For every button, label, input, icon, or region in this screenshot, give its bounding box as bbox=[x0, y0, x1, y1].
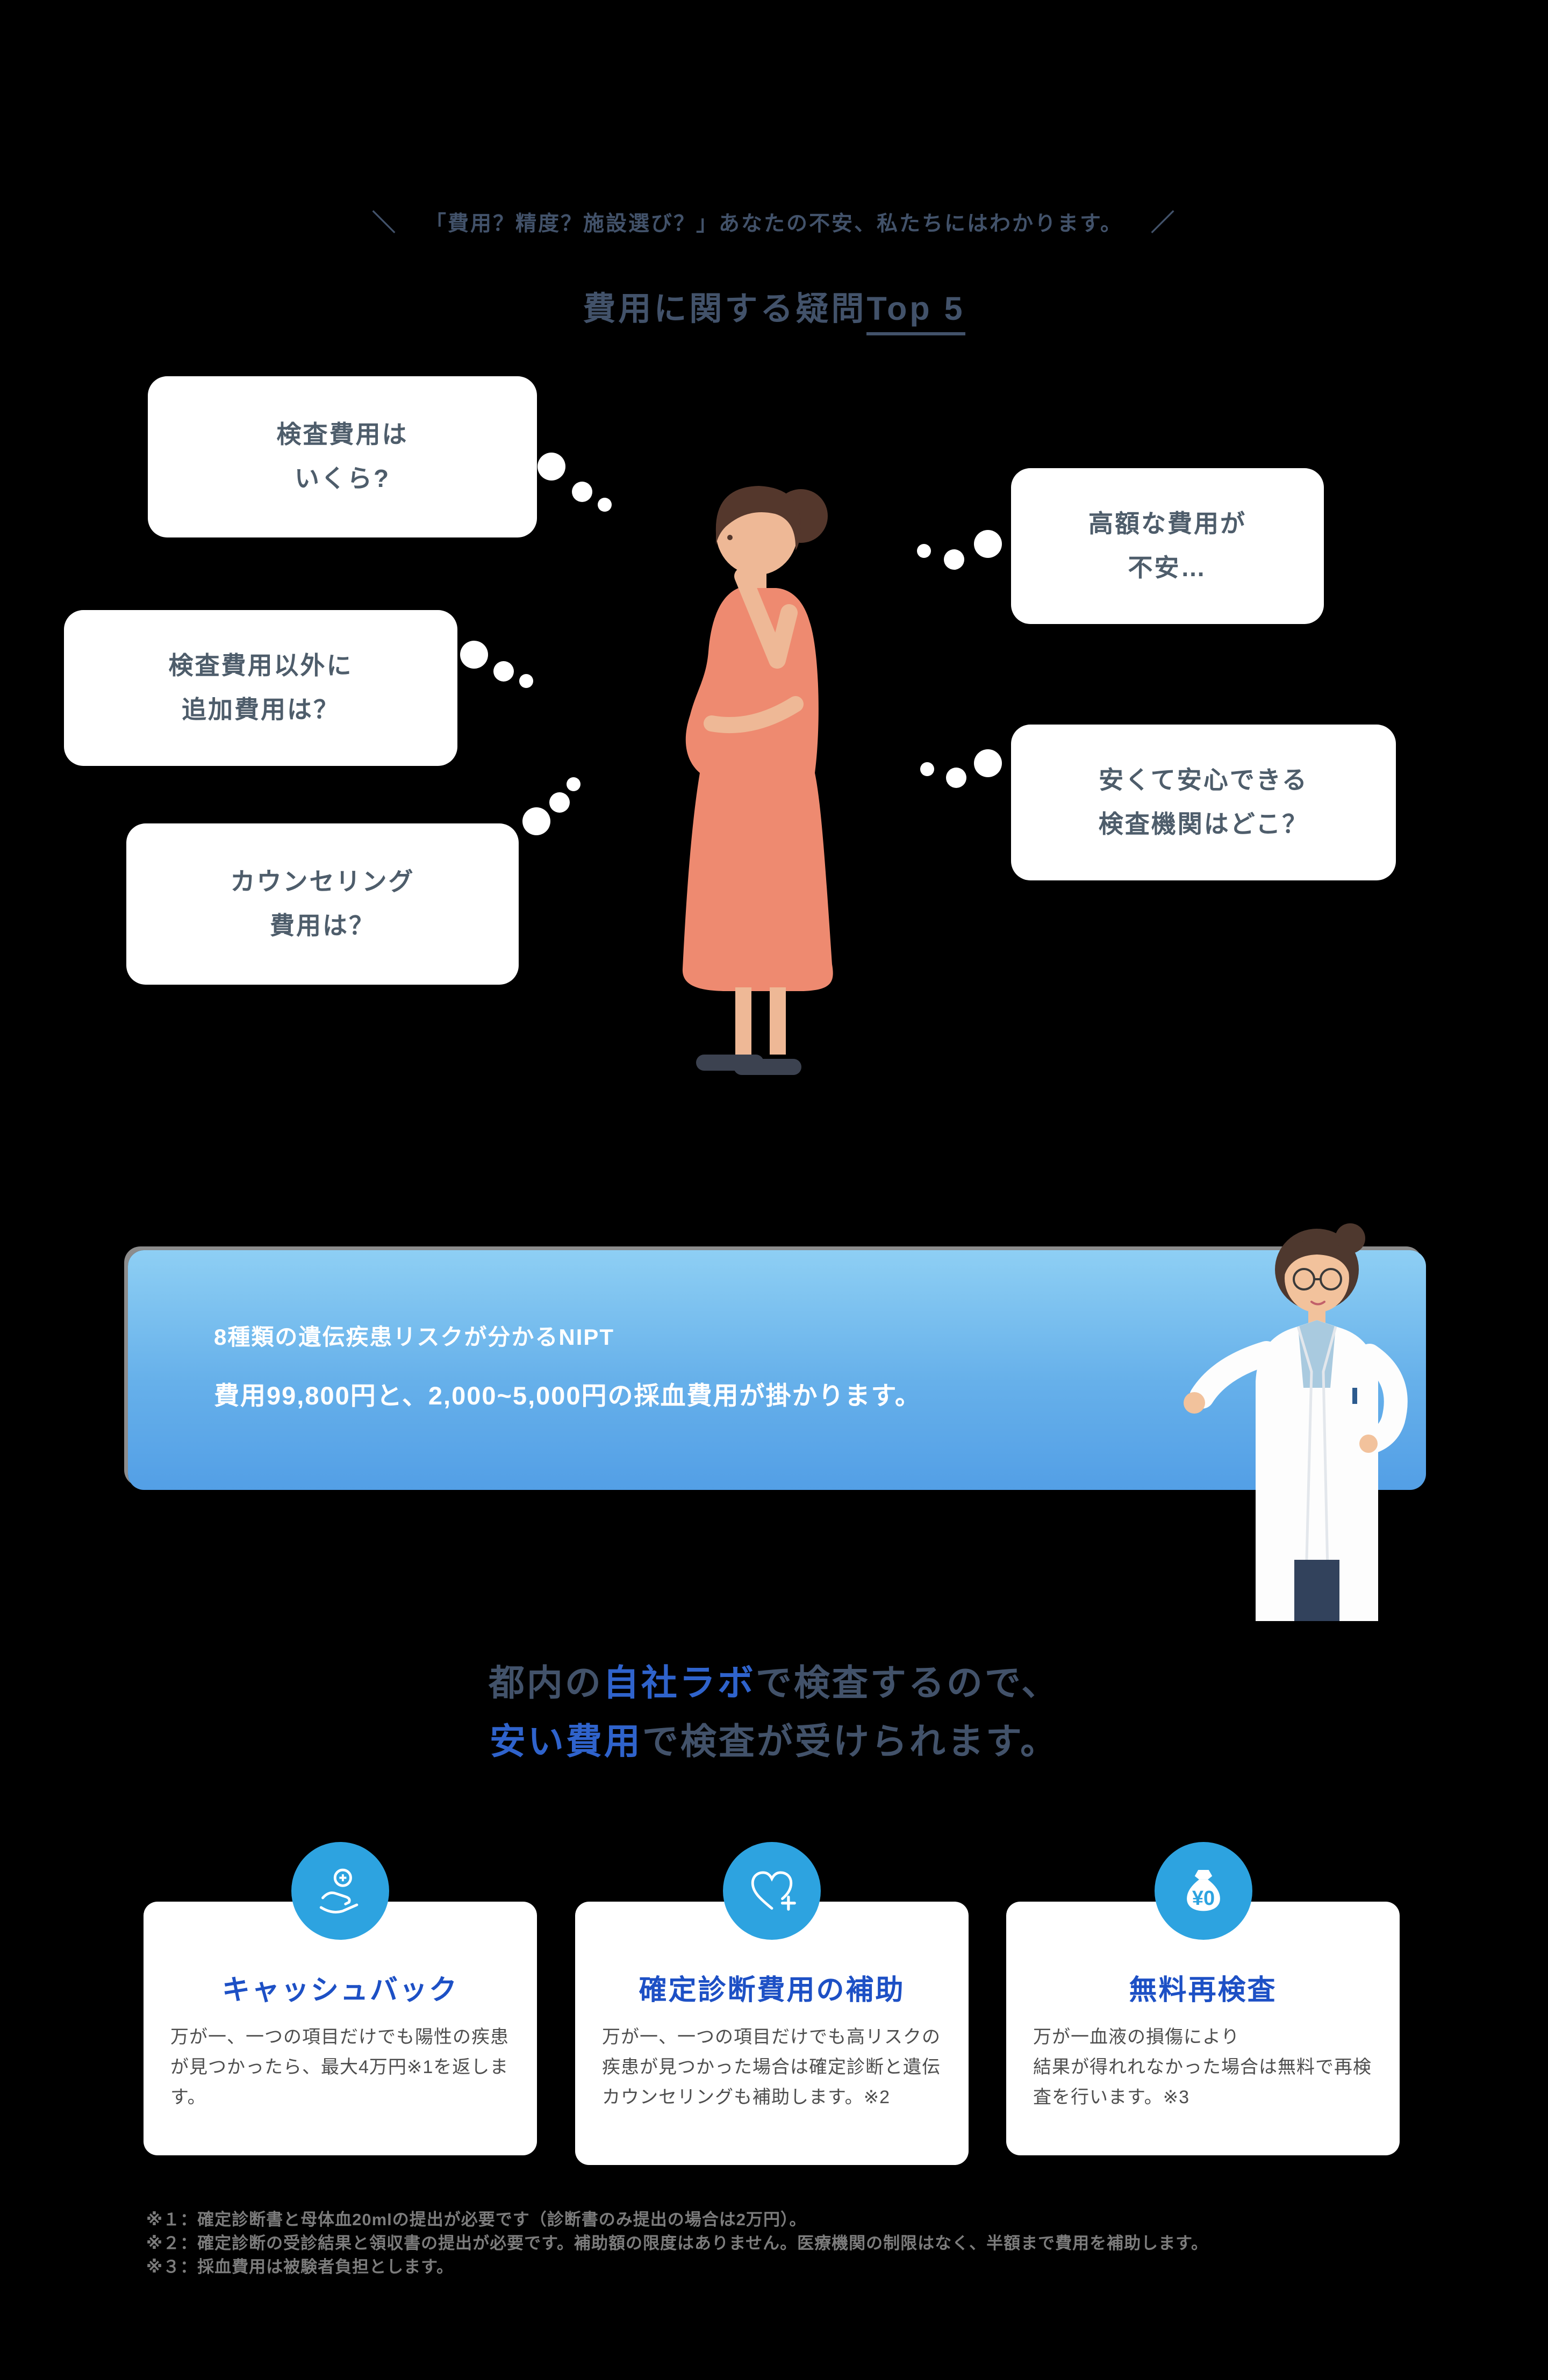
decorative-slash: ／ bbox=[1151, 210, 1177, 236]
lab-heading-highlight: 自社ラボ bbox=[603, 1663, 756, 1703]
bubble-line: 費用は？ bbox=[270, 912, 375, 940]
thought-dot bbox=[549, 792, 570, 813]
lab-heading-line-1: 都内の自社ラボで検査するので、 bbox=[0, 1654, 1548, 1713]
heart-plus-icon bbox=[723, 1842, 821, 1940]
catch-text: 「費用？精度？施設選び？」あなたの不安、私たちにはわかります。 bbox=[425, 212, 1123, 235]
thought-dot bbox=[974, 530, 1002, 558]
section-title: 費用に関する疑問Top 5 bbox=[0, 282, 1548, 335]
thought-dot bbox=[944, 549, 964, 570]
thought-dot bbox=[917, 544, 931, 558]
bubble-line: カウンセリング bbox=[230, 868, 415, 896]
section-title-top5: Top 5 bbox=[866, 290, 965, 335]
decorative-backslash: ＼ bbox=[371, 210, 397, 236]
thought-dot bbox=[567, 777, 580, 791]
bubble-line: 安くて安心できる bbox=[1099, 766, 1308, 794]
benefit-card-body: 万が一、一つの項目だけでも陽性の疾患が見つかったら、最大4万円※1を返します。 bbox=[170, 2027, 509, 2107]
money-bag-zero-label: ¥0 bbox=[1192, 1887, 1215, 1910]
thought-dot bbox=[493, 661, 514, 682]
doctor-illustration bbox=[1184, 1223, 1408, 1621]
lab-heading-text: 都内の bbox=[488, 1663, 603, 1703]
lab-heading: 都内の自社ラボで検査するので、 安い費用で検査が受けられます。 bbox=[0, 1654, 1548, 1771]
thought-dot bbox=[572, 482, 592, 502]
thought-bubble-extra-cost: 検査費用以外に 追加費用は？ bbox=[64, 610, 457, 766]
bubble-line: 高額な費用が bbox=[1088, 510, 1246, 538]
benefit-card-title: キャッシュバック bbox=[221, 1975, 458, 2006]
benefit-card-cashback: キャッシュバック 万が一、一つの項目だけでも陽性の疾患が見つかったら、最大4万円… bbox=[144, 1902, 537, 2155]
lab-heading-text: で検査が受けられます。 bbox=[642, 1721, 1059, 1762]
thought-dot bbox=[974, 749, 1002, 777]
thought-dot bbox=[460, 641, 488, 669]
benefit-card-free-retest: 無料再検査 万が一血液の損傷により 結果が得れれなかった場合は無料で再検査を行い… bbox=[1006, 1902, 1400, 2155]
bubble-line: 不安… bbox=[1128, 554, 1207, 582]
footnotes: ※１：確定診断書と母体血20mlの提出が必要です（診断書のみ提出の場合は2万円）… bbox=[146, 2208, 1208, 2279]
bubble-line: いくら? bbox=[294, 464, 391, 492]
lab-heading-text: で検査するので、 bbox=[755, 1663, 1060, 1703]
benefit-card-body: 万が一、一つの項目だけでも高リスクの疾患が見つかった場合は確定診断と遺伝カウンセ… bbox=[602, 2027, 941, 2107]
thought-dot bbox=[946, 768, 966, 788]
footnote-1: ※１：確定診断書と母体血20mlの提出が必要です（診断書のみ提出の場合は2万円）… bbox=[146, 2210, 807, 2229]
bubble-line: 追加費用は？ bbox=[182, 696, 340, 723]
thought-dot bbox=[519, 674, 533, 688]
benefit-card-diagnosis-subsidy: 確定診断費用の補助 万が一、一つの項目だけでも高リスクの疾患が見つかった場合は確… bbox=[575, 1902, 969, 2165]
answer-line-2: 費用99,800円と、2,000~5,000円の採血費用が掛かります。 bbox=[214, 1381, 921, 1410]
footnote-3: ※３：採血費用は被験者負担とします。 bbox=[146, 2257, 454, 2277]
thought-bubble-test-cost: 検査費用は いくら? bbox=[148, 376, 537, 537]
thought-bubble-counseling-cost: カウンセリング 費用は？ bbox=[126, 823, 519, 985]
hand-coin-icon bbox=[291, 1842, 389, 1940]
section-title-main: 費用に関する疑問 bbox=[583, 290, 867, 327]
benefit-card-title: 確定診断費用の補助 bbox=[639, 1975, 905, 2006]
lab-heading-line-2: 安い費用で検査が受けられます。 bbox=[0, 1713, 1548, 1772]
bubble-line: 検査費用以外に bbox=[168, 651, 353, 680]
pregnant-woman-illustration bbox=[682, 486, 833, 1075]
thought-dot bbox=[598, 498, 612, 512]
bubble-line: 検査機関はどこ？ bbox=[1098, 810, 1309, 838]
lab-heading-highlight: 安い費用 bbox=[489, 1721, 642, 1762]
thought-dot bbox=[538, 453, 565, 481]
bubble-line: 検査費用は bbox=[276, 420, 408, 449]
catch-copy: ＼ 「費用？精度？施設選び？」あなたの不安、私たちにはわかります。 ／ bbox=[0, 203, 1548, 238]
answer-line-1: 8種類の遺伝疾患リスクが分かるNIPT bbox=[214, 1324, 615, 1350]
thought-dot bbox=[920, 762, 934, 776]
thought-dot bbox=[522, 807, 550, 835]
benefit-card-title: 無料再検査 bbox=[1129, 1975, 1277, 2006]
footnote-2: ※２：確定診断の受診結果と領収書の提出が必要です。補助額の限度はありません。医療… bbox=[146, 2234, 1209, 2253]
benefit-card-body: 万が一血液の損傷により 結果が得れれなかった場合は無料で再検査を行います。※3 bbox=[1033, 2027, 1372, 2107]
thought-bubble-cheap-clinic: 安くて安心できる 検査機関はどこ？ bbox=[1011, 725, 1396, 880]
thought-bubble-high-cost: 高額な費用が 不安… bbox=[1011, 468, 1324, 624]
money-bag-icon: ¥0 bbox=[1155, 1842, 1252, 1940]
